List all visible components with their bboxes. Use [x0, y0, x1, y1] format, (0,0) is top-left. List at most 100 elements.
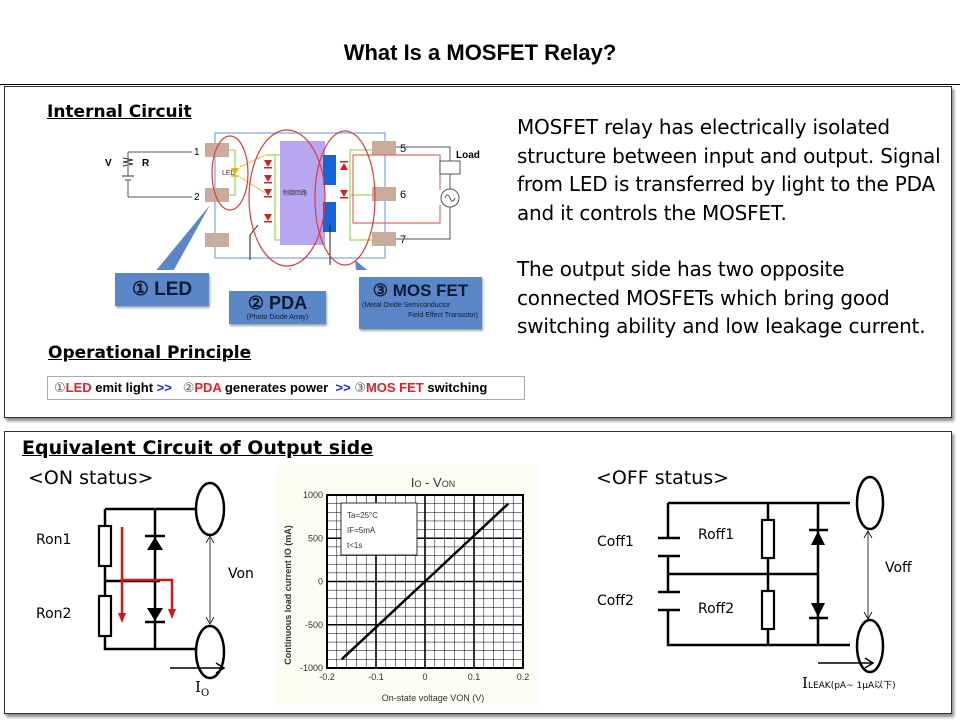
voff-label: Voff [885, 560, 912, 576]
page-title: What Is a MOSFET Relay? [343, 40, 617, 65]
step-1-text: emit light [91, 380, 157, 395]
ron1-resistor [97, 524, 113, 568]
step-separator: >> [335, 380, 351, 395]
pad-3 [205, 233, 229, 247]
internal-circuit-diagram: V R 1 2 5 6 7 LED 制御回路 [105, 129, 480, 270]
ileak-main: I [802, 674, 808, 692]
callout-pda-title: ② PDA [247, 293, 308, 313]
coff1-label: Coff1 [597, 534, 634, 550]
mosfet-highlight [314, 130, 376, 266]
ron2-label: Ron2 [36, 606, 72, 622]
current-flow-arrows [120, 527, 174, 615]
pad-6 [372, 187, 396, 201]
terminal-bottom [194, 624, 226, 680]
chart-legend-box: Ta=25°C IF=5mA t<1s [340, 502, 418, 556]
equivalent-circuit-heading: Equivalent Circuit of Output side [22, 437, 374, 459]
terminal-bottom [855, 618, 885, 674]
roff1-label: Roff1 [698, 527, 735, 543]
ron2-resistor [97, 594, 113, 638]
callout-mosfet-sub-2: Field Effect Transistor) [408, 312, 478, 319]
step-1-key: LED [65, 380, 92, 395]
off-status-label: <OFF status> [596, 467, 730, 489]
y-tick-label: 500 [308, 533, 323, 543]
step-2-num: ② [182, 380, 195, 395]
x-tick-label: 0.2 [517, 672, 530, 682]
title-divider [0, 84, 960, 85]
pad-5 [372, 141, 396, 155]
pda-highlight [248, 129, 326, 267]
y-tick-label: -1000 [300, 663, 323, 673]
internal-circuit-heading: Internal Circuit [47, 102, 192, 122]
off-status-circuit [658, 475, 885, 674]
y-tick-label: 0 [318, 577, 323, 587]
chart-title: IO - VON [411, 475, 455, 490]
diode-2-icon [811, 603, 825, 617]
chart-y-axis-label: Continuous load current IO (mA) [283, 525, 293, 665]
pin-5-label: 5 [400, 143, 406, 155]
ron1-label: Ron1 [36, 532, 72, 548]
x-tick-label: 0 [422, 672, 427, 682]
x-tick-label: -0.1 [368, 672, 384, 682]
load-label: Load [456, 150, 480, 161]
control-block-label: 制御回路 [283, 189, 307, 197]
step-1-num: ① [54, 380, 66, 395]
chart-x-axis-label: On-state voltage VON (V) [382, 693, 485, 703]
legend-entry: t<1s [347, 541, 362, 550]
step-2-key: PDA [194, 380, 222, 395]
resistor-icon [122, 157, 134, 167]
series-line-io [340, 502, 510, 661]
x-tick-label: -0.2 [319, 672, 335, 682]
callout-mosfet: ③ MOS FET (Metal Oxide Semiconductor Fie… [359, 277, 482, 329]
pad-1 [205, 143, 229, 157]
pad-2 [205, 188, 229, 202]
legend-frame [340, 502, 418, 556]
internal-circuit-panel [4, 86, 952, 418]
roff2-label: Roff2 [698, 601, 735, 617]
led-icon [231, 168, 239, 175]
step-3-key: MOS FET [365, 380, 424, 395]
operational-steps-bar: ①LED emit light >> ②PDA generates power … [47, 376, 525, 400]
photodiode-array [264, 160, 272, 223]
diode-1-icon [147, 537, 163, 550]
diode-2-icon [147, 608, 163, 621]
io-label: IO [195, 678, 209, 699]
pad-7 [372, 232, 396, 246]
load-icon [439, 160, 461, 175]
pin-1-label: 1 [194, 147, 200, 158]
label-v: V [105, 158, 112, 169]
on-status-circuit [97, 481, 226, 680]
step-3-num: ③ [354, 380, 366, 395]
io-main: I [195, 678, 201, 696]
pin-7-label: 7 [400, 234, 406, 246]
label-r: R [142, 158, 150, 169]
mosfet-1 [323, 155, 336, 185]
roff2-resistor [760, 589, 776, 631]
y-tick-label: 1000 [303, 490, 323, 500]
callout-pda: ② PDA (Photo Diode Array) [229, 291, 326, 324]
x-tick-label: 0.1 [468, 672, 481, 682]
legend-entry: Ta=25°C [347, 511, 378, 520]
step-separator: >> [156, 380, 172, 395]
led-highlight [211, 135, 249, 211]
io-sub: O [200, 688, 210, 699]
callout-pda-subtitle: (Photo Diode Array) [246, 314, 309, 321]
ileak-label: ILEAK(pA~ 1μA以下) [802, 674, 896, 692]
description-text: MOSFET relay has electrically isolated s… [517, 113, 947, 369]
mosfet-2 [323, 202, 336, 232]
step-2-text: generates power [221, 380, 332, 395]
chart-series [340, 502, 510, 661]
legend-entry: IF=5mA [347, 526, 376, 535]
description-paragraph-2: The output side has two opposite connect… [517, 257, 926, 338]
coff2-label: Coff2 [597, 593, 634, 609]
pin-6-label: 6 [400, 189, 406, 201]
callout-mosfet-title: ③ MOS FET [372, 281, 469, 300]
von-label: Von [228, 566, 254, 582]
callout-led: ① LED [115, 273, 209, 306]
input-source: V R 1 2 [105, 147, 200, 203]
pin-2-label: 2 [194, 192, 200, 203]
roff1-resistor [760, 518, 776, 560]
operational-principle-heading: Operational Principle [48, 343, 252, 363]
diode-1-icon [811, 531, 825, 545]
